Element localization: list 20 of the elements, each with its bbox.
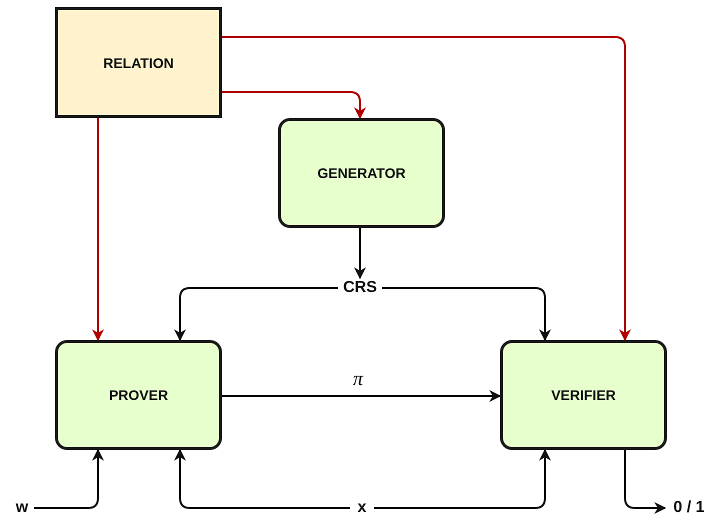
crs-label: CRS <box>338 278 382 298</box>
generator-box: GENERATOR <box>278 118 445 228</box>
arrow <box>624 450 666 514</box>
arrow <box>222 390 502 402</box>
arrow <box>354 228 366 280</box>
arrow <box>174 448 350 509</box>
arrow <box>222 36 631 342</box>
relation-box: RELATION <box>55 7 222 118</box>
verifier-box: VERIFIER <box>500 340 667 450</box>
edge-label: π <box>353 368 364 391</box>
output-label: 0 / 1 <box>665 498 713 518</box>
arrow <box>374 448 551 509</box>
arrow <box>174 287 338 342</box>
arrow <box>34 448 104 509</box>
prover-box: PROVER <box>55 340 222 450</box>
arrow <box>222 91 366 120</box>
arrow <box>92 118 104 342</box>
arrow <box>382 287 551 342</box>
input-label: w <box>10 498 34 518</box>
input-label: x <box>350 498 374 518</box>
